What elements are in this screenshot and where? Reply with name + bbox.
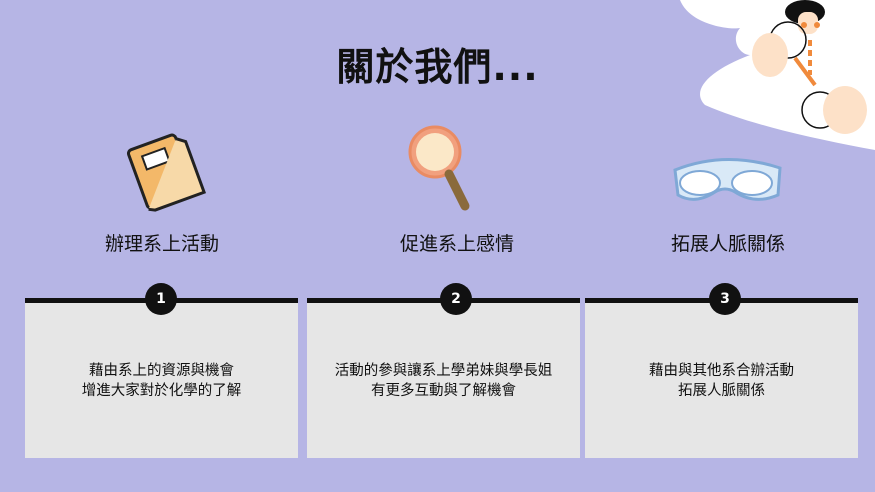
feature-label-3: 拓展人脈關係: [670, 233, 785, 255]
card-text-line: 增進大家對於化學的了解: [81, 383, 242, 399]
feature-card-2: 活動的參與讓系上學弟妹與學長姐有更多互動與了解機會: [307, 298, 580, 458]
book-icon: [126, 133, 207, 212]
feature-label-2: 促進系上感情: [399, 233, 514, 255]
card-text-line: 拓展人脈關係: [678, 383, 765, 399]
feature-card-3: 藉由與其他系合辦活動拓展人脈關係: [585, 298, 858, 458]
step-number-1: 1: [145, 283, 177, 315]
card-text-line: 活動的參與讓系上學弟妹與學長姐: [334, 363, 553, 379]
step-number-3: 3: [709, 283, 741, 315]
feature-card-1: 藉由系上的資源與機會增進大家對於化學的了解: [25, 298, 298, 458]
card-text-line: 有更多互動與了解機會: [371, 383, 516, 399]
safety-goggles-icon: [673, 157, 782, 201]
feature-label-1: 辦理系上活動: [104, 233, 219, 255]
card-text-line: 藉由與其他系合辦活動: [649, 363, 794, 379]
magnifying-glass-icon: [408, 125, 470, 211]
step-number-2: 2: [440, 283, 472, 315]
page-title: 關於我們...: [336, 45, 539, 89]
chemist-illustration: [680, 0, 875, 150]
card-text-line: 藉由系上的資源與機會: [89, 363, 234, 379]
